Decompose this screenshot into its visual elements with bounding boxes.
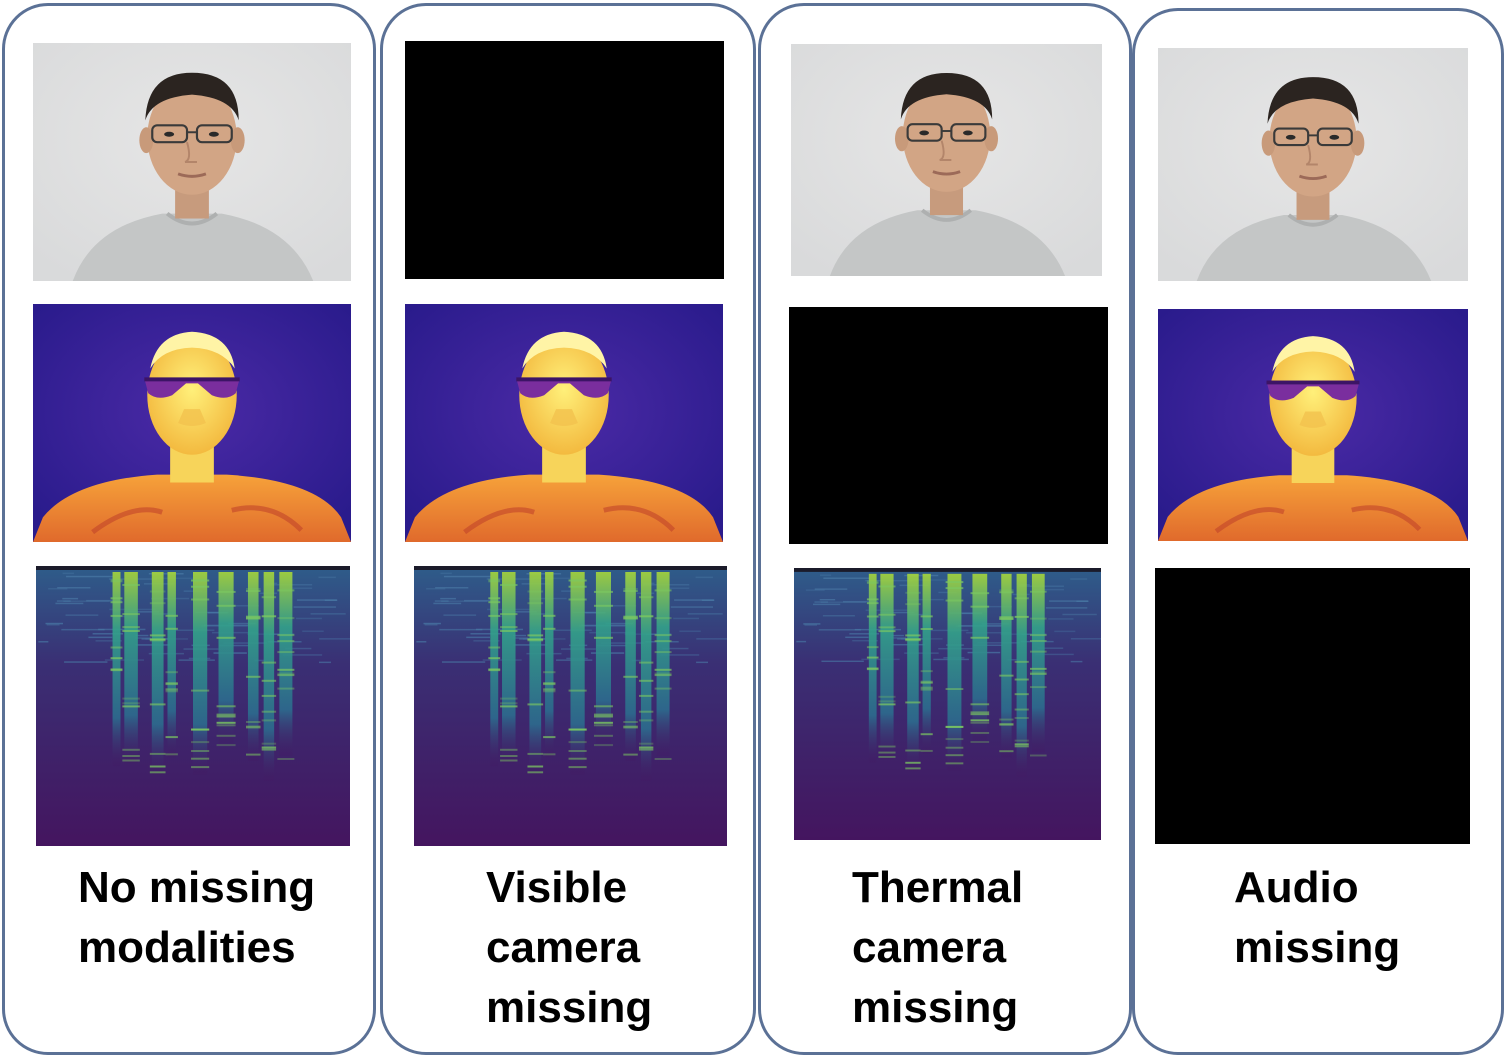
audio-spectrogram [36,566,350,846]
audio-spectrogram [794,568,1101,840]
rgb-face-svg [1158,48,1468,281]
visible-camera-image [1158,48,1468,281]
visible-camera-image [791,44,1102,276]
caption-thermal-missing: Thermal camera missing [852,863,1024,1032]
thermal-camera-image [1158,309,1468,541]
caption-no-missing: No missing modalities [78,863,316,972]
thermal-camera-image [33,304,351,542]
thermal-camera-missing [789,307,1108,544]
visible-camera-missing [405,41,724,279]
caption-audio-missing: Audio missing [1234,863,1401,972]
thermal-face-svg [1158,309,1468,541]
thermal-face-svg [33,304,351,542]
audio-missing [1155,568,1470,844]
visible-camera-image [33,43,351,281]
spectrogram-svg [36,566,350,846]
caption-visible-missing: Visible camera missing [486,863,653,1032]
rgb-face-svg [791,44,1102,276]
spectrogram-svg [414,566,727,846]
thermal-camera-image [405,304,723,542]
rgb-face-svg [33,43,351,281]
thermal-face-svg [405,304,723,542]
audio-spectrogram [414,566,727,846]
spectrogram-svg [794,568,1101,840]
